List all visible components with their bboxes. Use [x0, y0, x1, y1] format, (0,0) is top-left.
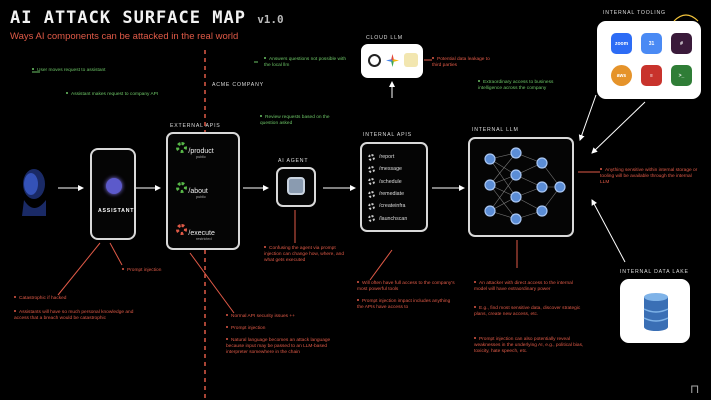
internal-api-item: /launchscan	[368, 212, 407, 224]
acme-company-label: ACME COMPANY	[212, 82, 264, 88]
gear-icon	[368, 153, 375, 161]
connector-assistant-catastrophic	[57, 242, 101, 296]
internal-llm-label: INTERNAL LLM	[472, 127, 519, 133]
internal-api-item: /createinfra	[368, 200, 407, 212]
calendar-icon: 31	[641, 33, 662, 54]
note-user-flow-2: Assistant makes request to company API	[66, 92, 166, 98]
data-lake-box	[620, 279, 690, 343]
internal-api-item: /report	[368, 151, 407, 163]
robot-icon	[287, 177, 305, 195]
note-internal-llm-access: Extraordinary access to business intelli…	[478, 80, 554, 91]
note-cloud-leakage: Potential data leakage to third parties	[432, 57, 490, 68]
stack-icon: ≡	[641, 65, 662, 86]
slack-icon: #	[671, 33, 692, 54]
endpoint-label: /about	[188, 188, 208, 195]
page-title: AI ATTACK SURFACE MAP v1.0	[10, 8, 284, 28]
note-llm-3: Prompt injection can also potentially re…	[474, 337, 584, 354]
gear-safe-icon	[176, 182, 187, 193]
note-ext-api-1: Normal API security issues ++	[226, 314, 326, 320]
note-prompt-injection-assistant: Prompt injection	[122, 268, 192, 274]
anthropic-logo-icon	[404, 53, 418, 67]
gear-icon	[368, 178, 375, 186]
note-user-flow-1: User moves request to assistant	[32, 68, 152, 74]
note-assistant-knowledge: Assistants will have so much personal kn…	[14, 310, 134, 321]
gear-icon	[368, 215, 375, 223]
note-cloud-answers: Answers questions not possible with the …	[264, 57, 347, 68]
note-ext-api-3: Natural language becomes an attack langu…	[226, 338, 331, 355]
gear-danger-icon	[176, 224, 187, 235]
note-tooling-sensitive: Anything sensitive within internal stora…	[600, 168, 698, 185]
internal-apis-label: INTERNAL APIS	[363, 132, 412, 138]
assistant-label: ASSISTANT	[98, 208, 135, 214]
connector-intapi-notes	[369, 249, 393, 281]
internal-api-list: /report /message /schedule /remediate /c…	[368, 151, 407, 225]
gear-icon	[368, 165, 375, 173]
page-subtitle: Ways AI components can be attacked in th…	[10, 31, 239, 42]
gear-icon	[368, 190, 375, 198]
note-agent-confusing: Confusing the agent via prompt injection…	[264, 246, 345, 263]
visibility-label: public	[196, 195, 206, 199]
note-ext-api-2: Prompt injection	[226, 326, 326, 332]
visibility-label: public	[196, 155, 206, 159]
internal-data-lake-label: INTERNAL DATA LAKE	[620, 269, 689, 275]
arrow-tooling-llm-2	[591, 101, 646, 154]
connector-extapi-notes	[189, 252, 235, 314]
note-llm-2: E.g., find most sensitive data, discover…	[474, 306, 581, 317]
ai-agent-box	[276, 167, 316, 207]
openai-logo-icon	[368, 54, 381, 67]
visibility-label: restricted	[196, 237, 212, 241]
zoom-icon: zoom	[611, 33, 632, 54]
version-label: v1.0	[257, 13, 284, 26]
arrow-tooling-llm	[578, 94, 597, 141]
cycle-arrow-icon	[673, 14, 699, 22]
internal-api-item: /remediate	[368, 188, 407, 200]
arrow-datalake-llm	[591, 199, 626, 263]
note-int-api-1: Will often have full access to the compa…	[357, 281, 455, 292]
gear-icon	[368, 202, 375, 210]
internal-api-item: /message	[368, 163, 407, 175]
user-head-icon	[22, 169, 46, 216]
internal-tooling-label: INTERNAL TOOLING	[603, 10, 666, 16]
internal-apis-box: /report /message /schedule /remediate /c…	[360, 142, 428, 232]
note-agent-review: Review requests based on the question as…	[260, 115, 330, 126]
internal-tooling-box: zoom 31 # aws ≡ >_	[597, 21, 701, 99]
endpoint-label: /product	[188, 148, 214, 155]
google-logo-icon	[386, 54, 399, 67]
note-catastrophic: Catastrophic if hacked	[14, 296, 134, 302]
cloud-llm-label: CLOUD LLM	[366, 35, 403, 41]
endpoint-label: /execute	[188, 230, 215, 237]
aws-icon: aws	[611, 65, 632, 86]
terminal-icon: >_	[671, 65, 692, 86]
ai-agent-label: AI AGENT	[278, 158, 309, 164]
external-apis-label: EXTERNAL APIS	[170, 123, 221, 129]
neural-network-icon	[484, 147, 566, 225]
connector-assistant-prompt	[109, 242, 123, 266]
note-llm-1: An attacker with direct access to the in…	[474, 281, 573, 292]
internal-api-item: /schedule	[368, 176, 407, 188]
brand-logo-icon: ⊓	[690, 382, 700, 396]
assistant-bot-icon	[106, 178, 122, 194]
assistant-device: ASSISTANT	[90, 148, 136, 240]
database-icon	[643, 293, 669, 331]
internal-llm-box	[468, 137, 574, 237]
note-int-api-2: Prompt injection impact includes anythin…	[357, 299, 451, 310]
cloud-llm-box	[361, 44, 423, 78]
gear-safe-icon	[176, 142, 187, 153]
